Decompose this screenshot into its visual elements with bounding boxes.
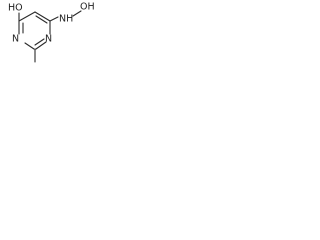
bond-c5-c6 xyxy=(34,11,51,22)
molecule-diagram: HO N N NH OH xyxy=(8,2,95,63)
bond-nh-oh xyxy=(72,10,82,17)
atom-hydroxyl: HO xyxy=(8,3,23,14)
atom-ring-nitrogen-bottom: N xyxy=(45,34,52,45)
atom-hydroxylamine: NH xyxy=(59,14,73,25)
atom-hydroxylamine-oxygen: OH xyxy=(80,2,95,13)
bond-c4-c5 xyxy=(18,11,36,22)
bond-n1-c2-double xyxy=(34,38,45,46)
bond-c6-nh xyxy=(49,16,59,22)
bond-n1-c2 xyxy=(35,41,47,50)
bond-c5-c6-double xyxy=(35,15,48,24)
bond-c2-n3 xyxy=(24,42,35,50)
atom-ring-nitrogen-top: N xyxy=(12,34,19,45)
